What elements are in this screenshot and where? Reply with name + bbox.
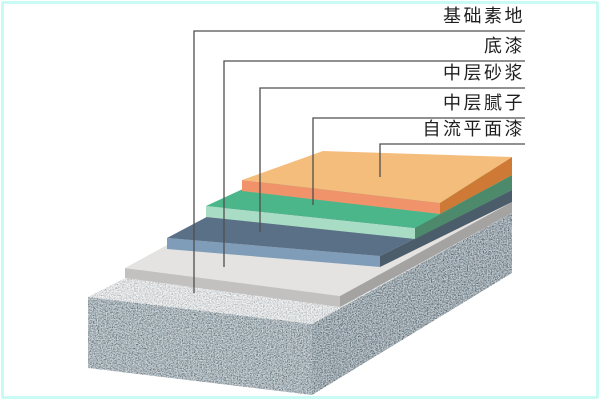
topcoat-side-face [440, 157, 512, 214]
topcoat-front-face [242, 180, 440, 214]
layer-label-putty: 中层腻子 [443, 93, 525, 115]
layer-label-primer: 底漆 [484, 36, 525, 58]
layer-label-substrate-text: 基础素地 [443, 6, 525, 27]
putty-side-face [415, 175, 512, 239]
layer-label-putty-text: 中层腻子 [443, 93, 525, 114]
primer-front-face [125, 268, 340, 307]
layer-label-mortar-text: 中层砂浆 [443, 63, 525, 84]
mortar-front-face [167, 238, 380, 267]
layer-label-topcoat: 自流平面漆 [423, 119, 526, 141]
leader-line-substrate [193, 30, 525, 293]
leader-line-topcoat [379, 143, 525, 177]
layer-label-primer-text: 底漆 [484, 36, 525, 57]
layer-label-mortar: 中层砂浆 [443, 63, 525, 85]
layer-label-topcoat-text: 自流平面漆 [422, 119, 525, 140]
layer-label-substrate: 基础素地 [443, 6, 525, 28]
leader-line-primer [223, 60, 525, 267]
leader-line-putty [312, 117, 525, 205]
putty-front-face [206, 206, 415, 239]
primer-side-face [340, 202, 512, 307]
leader-line-mortar [259, 87, 525, 232]
mortar-side-face [380, 190, 512, 267]
topcoat-top-face [242, 151, 512, 203]
